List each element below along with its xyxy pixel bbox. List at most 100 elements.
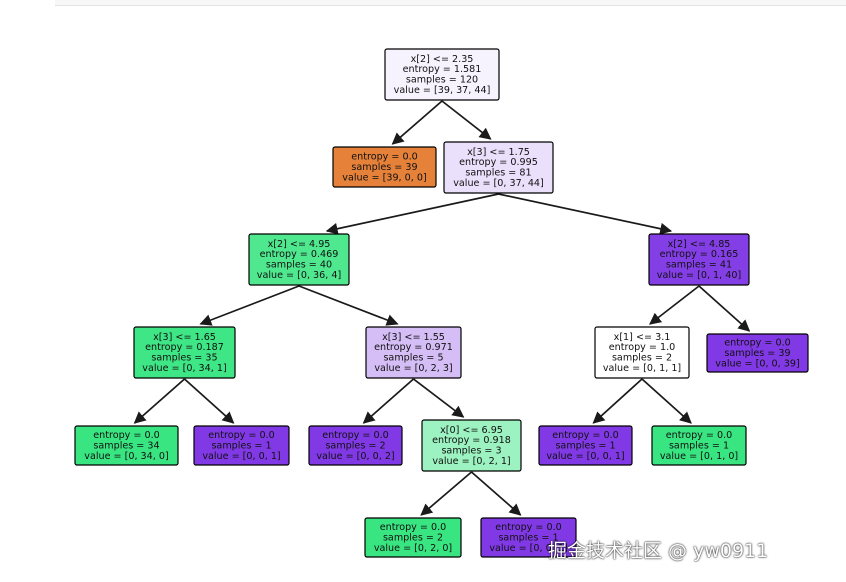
tree-node-label-line: samples = 120 xyxy=(406,75,478,86)
tree-edge-n5-n10 xyxy=(183,378,235,424)
tree-node-label-line: samples = 35 xyxy=(151,353,217,364)
tree-edge-n2-n3 xyxy=(325,193,499,235)
tree-node-label-line: value = [0, 0, 39] xyxy=(715,358,799,369)
tree-edge-n0-n2 xyxy=(441,100,492,140)
tree-node-label-line: entropy = 0.0 xyxy=(351,152,418,163)
tree-node-label-line: samples = 1 xyxy=(555,440,615,451)
tree-node-box xyxy=(443,141,554,194)
tree-node-label-line: samples = 34 xyxy=(93,440,159,451)
tree-node-label-line: samples = 81 xyxy=(465,168,531,179)
tree-node-label-line: samples = 2 xyxy=(325,440,385,451)
tree-edge-n7-n14 xyxy=(641,378,692,424)
tree-node-label-line: entropy = 0.187 xyxy=(145,342,224,353)
tree-node-label-line: samples = 40 xyxy=(266,260,332,271)
tree-node-label-line: entropy = 0.0 xyxy=(322,430,389,441)
tree-node-label-line: value = [0, 0, 1] xyxy=(202,451,280,462)
tree-node-label-line: value = [0, 0, 1] xyxy=(489,543,567,554)
tree-node-label-line: x[3] <= 1.65 xyxy=(153,332,216,343)
tree-edge-n6-n12 xyxy=(412,378,465,418)
tree-node-label-line: entropy = 0.0 xyxy=(208,430,275,441)
tree-node-box xyxy=(538,425,633,466)
tree-node-label-line: entropy = 0.0 xyxy=(552,430,619,441)
tree-node-label-line: entropy = 0.995 xyxy=(459,157,538,168)
tree-node-label-line: value = [0, 34, 1] xyxy=(142,363,226,374)
tree-node-label-line: value = [0, 36, 4] xyxy=(257,270,341,281)
tree-edge-n4-n7 xyxy=(649,285,700,325)
tree-edge-n7-n13 xyxy=(592,378,643,424)
tree-node-label-line: entropy = 0.0 xyxy=(380,522,447,533)
tree-node-label-line: entropy = 0.0 xyxy=(93,430,160,441)
tree-node-label-line: samples = 39 xyxy=(724,348,790,359)
tree-node-label-line: samples = 39 xyxy=(351,162,417,173)
tree-node-label-line: samples = 5 xyxy=(383,353,443,364)
tree-edge-n3-n6 xyxy=(298,285,399,326)
tree-node-label-line: x[2] <= 4.85 xyxy=(668,239,731,250)
tree-node-label-line: entropy = 0.0 xyxy=(495,522,562,533)
tree-node-box xyxy=(74,425,179,466)
tree-node-box xyxy=(594,326,690,379)
tree-node-box xyxy=(648,233,750,286)
tree-node-label-line: value = [0, 1, 0] xyxy=(660,451,738,462)
tree-node-label-line: value = [0, 2, 3] xyxy=(374,363,452,374)
tree-node-label-line: value = [39, 37, 44] xyxy=(394,85,491,96)
tree-node-label-line: entropy = 0.165 xyxy=(660,249,739,260)
tree-node-box xyxy=(384,48,500,101)
tree-node-box xyxy=(308,425,403,466)
tree-node-label-line: samples = 41 xyxy=(666,260,732,271)
tree-node-label-line: samples = 2 xyxy=(383,532,443,543)
tree-node-label-line: samples = 1 xyxy=(211,440,271,451)
tree-edge-n5-n9 xyxy=(133,378,186,424)
tree-node-box xyxy=(133,326,236,379)
tree-node-label-line: value = [0, 2, 0] xyxy=(374,543,452,554)
tree-node-box xyxy=(332,146,437,188)
tree-edge-n2-n4 xyxy=(498,193,673,235)
tree-node-label-line: samples = 2 xyxy=(612,353,672,364)
tree-node-label-line: x[3] <= 1.75 xyxy=(467,147,530,158)
tree-node-label-line: value = [0, 0, 2] xyxy=(316,451,394,462)
tree-node-label-line: value = [0, 1, 40] xyxy=(657,270,741,281)
tree-node-label-line: entropy = 0.0 xyxy=(724,338,791,349)
tree-node-label-line: value = [0, 1, 1] xyxy=(603,363,681,374)
top-strip xyxy=(55,0,846,6)
tree-node-label-line: value = [0, 34, 0] xyxy=(84,451,168,462)
tree-node-label-line: x[0] <= 6.95 xyxy=(440,425,503,436)
tree-node-label-line: entropy = 0.918 xyxy=(432,435,511,446)
watermark-text: 掘金技术社区 @ yw0911 xyxy=(548,540,769,562)
tree-node-label-line: samples = 3 xyxy=(441,446,501,457)
tree-node-box xyxy=(248,233,350,286)
tree-node-box xyxy=(480,517,577,558)
tree-node-box xyxy=(706,333,809,373)
tree-node-label-line: value = [39, 0, 0] xyxy=(342,172,426,183)
tree-node-label-line: entropy = 1.0 xyxy=(609,342,676,353)
tree-edge-n12-n15 xyxy=(420,471,473,516)
tree-node-label-line: value = [0, 37, 44] xyxy=(453,178,544,189)
tree-node-label-line: entropy = 1.581 xyxy=(403,64,482,75)
tree-edge-n4-n8 xyxy=(698,285,751,332)
tree-node-label-line: x[2] <= 2.35 xyxy=(411,54,474,65)
tree-edge-n3-n5 xyxy=(199,285,300,326)
edges-layer xyxy=(133,100,751,516)
tree-edge-n6-n11 xyxy=(362,378,415,424)
tree-node-label-line: entropy = 0.469 xyxy=(260,249,339,260)
tree-node-label-line: x[1] <= 3.1 xyxy=(614,332,671,343)
tree-node-label-line: samples = 1 xyxy=(498,532,558,543)
tree-node-label-line: value = [0, 2, 1] xyxy=(432,456,510,467)
